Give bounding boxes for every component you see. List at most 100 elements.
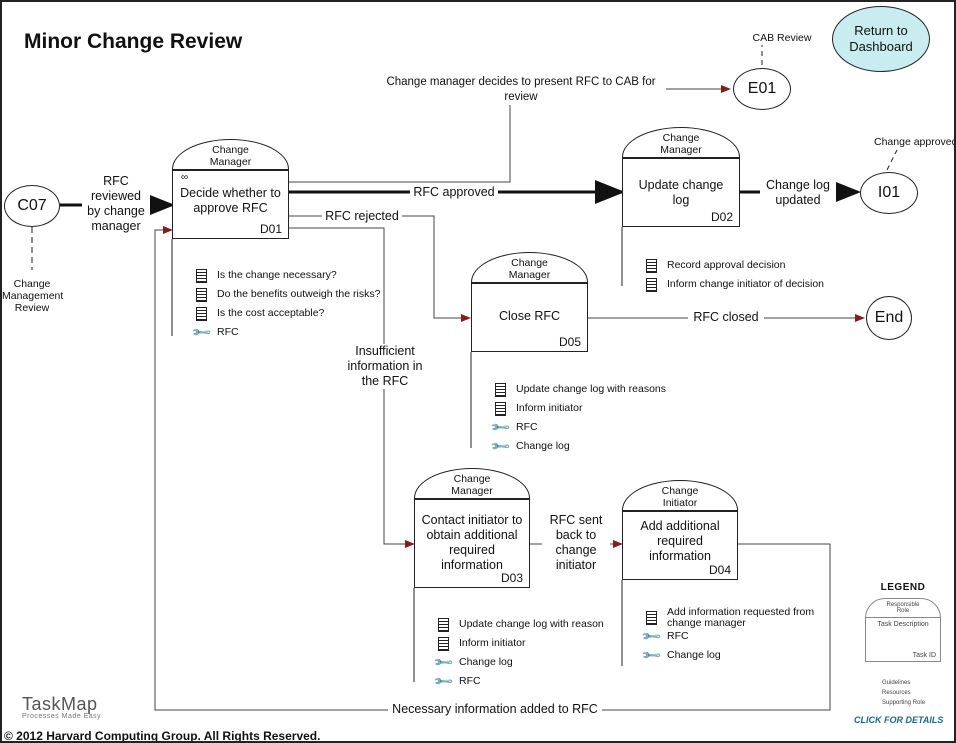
- guideline-document-icon: [492, 382, 508, 398]
- task-d04-item-label: Add information requested from change ma…: [667, 605, 815, 629]
- task-d02-item: Record approval decision: [643, 256, 824, 275]
- label-change-log-updated: Change log updated: [760, 178, 836, 208]
- task-d03-item-label: Update change log with reason: [459, 618, 604, 630]
- task-d04-role: Change Initiator: [622, 480, 738, 510]
- task-d05[interactable]: Change Manager Close RFC D05: [471, 252, 588, 352]
- taskmap-logo: TaskMap Processes Made Easy: [22, 694, 101, 720]
- task-d03-item: Update change log with reason: [435, 615, 604, 634]
- task-d05-desc: Close RFC: [498, 309, 561, 323]
- c07-note: Change Management Review: [2, 278, 64, 314]
- task-d01[interactable]: Change Manager Decide whether to approve…: [172, 139, 289, 239]
- task-d05-item-label: RFC: [516, 421, 538, 433]
- return-to-dashboard-button[interactable]: Return to Dashboard: [832, 6, 930, 72]
- node-end[interactable]: End: [866, 296, 912, 340]
- guideline-document-icon: [643, 277, 659, 293]
- legend: LEGEND Responsible Role Task Description…: [854, 582, 944, 725]
- task-d03-item: 🔧 Change log: [431, 651, 604, 674]
- copyright-text: © 2012 Harvard Computing Group. All Righ…: [4, 729, 321, 743]
- task-d03-item: 🔧 RFC: [431, 670, 604, 693]
- task-d04-item: Add information requested from change ma…: [643, 605, 815, 629]
- legend-task-id: Task ID: [912, 652, 936, 659]
- label-rfc-sent-back: RFC sent back to change initiator: [542, 513, 610, 573]
- resource-wrench-icon: 🔧: [431, 670, 455, 693]
- node-i01-label: I01: [877, 184, 901, 201]
- node-e01[interactable]: E01: [733, 68, 791, 110]
- task-d01-item: Is the change necessary?: [193, 266, 380, 285]
- task-d04[interactable]: Change Initiator Add additional required…: [622, 480, 738, 580]
- task-d05-item: Inform initiator: [492, 399, 666, 418]
- resource-wrench-icon: 🔧: [431, 651, 455, 674]
- task-d01-id: D01: [259, 222, 282, 236]
- task-d03[interactable]: Change Manager Contact initiator to obta…: [414, 468, 530, 588]
- task-d02-item-label: Inform change initiator of decision: [667, 278, 825, 290]
- task-d02-item: Inform change initiator of decision: [643, 275, 824, 294]
- task-d03-item: Inform initiator: [435, 634, 604, 653]
- task-d05-item-label: Update change log with reasons: [516, 383, 667, 395]
- task-d05-item: 🔧 Change log: [488, 435, 666, 458]
- legend-responsible-role: Responsible Role: [886, 602, 920, 614]
- guideline-document-icon: [643, 258, 659, 274]
- guideline-document-icon: [435, 617, 451, 633]
- task-d03-item-label: Change log: [459, 656, 513, 668]
- page-title: Minor Change Review: [24, 30, 243, 53]
- task-d05-item-label: Inform initiator: [516, 402, 583, 414]
- link-icon: ∞: [181, 172, 189, 183]
- label-necessary-info: Necessary information added to RFC: [388, 702, 602, 717]
- node-end-label: End: [874, 309, 904, 326]
- node-e01-label: E01: [747, 80, 777, 97]
- task-d04-item: 🔧 RFC: [639, 625, 814, 648]
- guideline-document-icon: [435, 636, 451, 652]
- legend-guidelines: Guidelines: [882, 680, 911, 686]
- legend-task-sample: Responsible Role Task Description Task I…: [865, 598, 941, 662]
- node-c07-label: C07: [17, 197, 47, 214]
- task-d01-item: Do the benefits outweigh the risks?: [193, 285, 380, 304]
- e01-note: CAB Review: [752, 32, 812, 44]
- task-d01-item-label: Is the change necessary?: [217, 269, 337, 281]
- task-d04-items: Add information requested from change ma…: [639, 605, 815, 667]
- resource-wrench-icon: 🔧: [488, 416, 512, 439]
- node-c07[interactable]: C07: [4, 185, 60, 227]
- task-d04-desc: Add additional required information: [640, 519, 720, 563]
- legend-resources: Resources: [882, 690, 911, 696]
- resource-wrench-icon: 🔧: [189, 321, 213, 344]
- task-d02-id: D02: [710, 210, 733, 224]
- resource-wrench-icon: 🔧: [488, 435, 512, 458]
- task-d04-item-label: Change log: [667, 649, 721, 661]
- task-d05-item-label: Change log: [516, 440, 570, 452]
- task-d05-id: D05: [558, 335, 581, 349]
- task-d01-item: Is the cost acceptable?: [193, 304, 380, 323]
- task-d02[interactable]: Change Manager Update change log D02: [622, 127, 740, 227]
- guideline-document-icon: [492, 401, 508, 417]
- click-for-details-link[interactable]: CLICK FOR DETAILS: [854, 715, 944, 725]
- task-d01-item-label: Is the cost acceptable?: [217, 307, 325, 319]
- task-d03-item-label: RFC: [459, 675, 481, 687]
- task-d01-items: Is the change necessary? Do the benefits …: [189, 266, 380, 344]
- label-insufficient-info: Insufficient information in the RFC: [340, 344, 430, 389]
- task-d03-item-label: Inform initiator: [459, 637, 526, 649]
- resource-wrench-icon: 🔧: [639, 644, 663, 667]
- task-d03-role: Change Manager: [414, 468, 530, 498]
- task-d01-desc: Decide whether to approve RFC: [180, 186, 281, 215]
- i01-note-connector: [886, 149, 898, 171]
- node-i01[interactable]: I01: [860, 172, 918, 214]
- legend-task-description: Task Description: [877, 621, 929, 628]
- label-rfc-rejected: RFC rejected: [322, 209, 402, 224]
- task-d02-role: Change Manager: [622, 127, 740, 157]
- task-d05-item: Update change log with reasons: [492, 380, 666, 399]
- task-d05-role: Change Manager: [471, 252, 588, 282]
- task-d01-item: 🔧RFC: [189, 321, 380, 344]
- resource-wrench-icon: 🔧: [639, 625, 663, 648]
- label-present-cab: Change manager decides to present RFC to…: [376, 75, 666, 105]
- guideline-document-icon: [193, 306, 209, 322]
- task-d04-id: D04: [708, 563, 731, 577]
- task-d03-desc: Contact initiator to obtain additional r…: [421, 513, 523, 572]
- task-d04-item-label: RFC: [667, 630, 689, 642]
- label-rfc-closed: RFC closed: [688, 310, 764, 325]
- guideline-document-icon: [193, 287, 209, 303]
- i01-note: Change approved: [874, 136, 956, 148]
- task-d01-role: Change Manager: [172, 139, 289, 169]
- task-d04-item: 🔧 Change log: [639, 644, 814, 667]
- task-d02-item-label: Record approval decision: [667, 259, 786, 271]
